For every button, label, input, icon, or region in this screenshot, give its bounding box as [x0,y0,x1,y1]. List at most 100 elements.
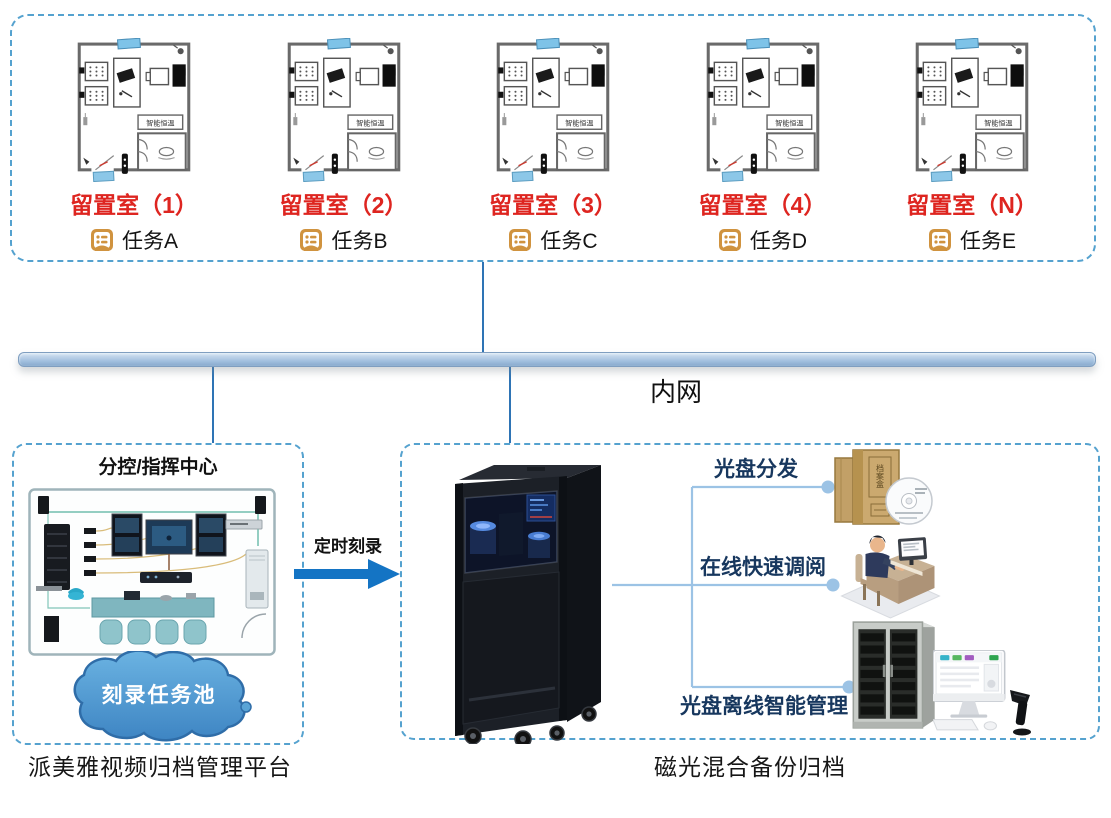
task-row: 任务E [928,225,1016,255]
speaker-left-icon [38,496,49,514]
arrow-label: 定时刻录 [314,537,382,556]
burn-task-pool-cloud [73,651,252,742]
room-card: 智能恒温 留置室（2） [246,38,442,262]
door-and-devices [83,153,128,182]
ceiling-camera-icon [592,44,603,55]
door-and-devices [921,153,966,182]
interrogation-desk [951,57,979,108]
control-center-box [12,443,304,745]
room-name-label: 留置室（2） [279,192,408,218]
task-label: 任务C [540,230,598,253]
side-table [983,67,1008,86]
air-conditioner-icon [245,549,269,609]
wall-label-text: 智能恒温 [565,119,593,128]
branch-dot-3 [842,680,856,694]
task-row: 任务B [299,225,388,255]
interrogation-desk [741,57,770,108]
sensor-icon [921,113,926,126]
interrogation-desk [113,57,141,108]
task-row: 任务D [718,225,807,255]
flow-arrow-icon [294,559,400,589]
disc-storage-cabinet-icon [852,621,935,729]
task-icon [718,229,741,251]
task-label: 任务B [331,230,388,253]
keyboard-icon [933,719,979,731]
optical-disc-library-image [455,465,601,744]
door-and-devices [711,153,757,182]
rooms-group-box [10,14,1096,262]
grid-table-1 [79,61,109,82]
wall-label-box: 智能恒温 [556,114,603,130]
wall-tv-icon [116,38,141,50]
wall-shelf [36,586,62,591]
sensor-icon [711,113,716,126]
door-and-devices [292,153,338,182]
right-caption: 磁光混合备份归档 [654,754,846,780]
rooms-row: 智能恒温 留置室（1） [10,14,1096,262]
cabinet-right-door [889,629,918,719]
person-at-desk-icon [840,535,941,619]
storage-cabinet [382,64,396,87]
cd-disc-icon [885,477,933,525]
door-arc [241,613,267,639]
intranet-label: 内网 [649,377,702,407]
room-floorplan-image: 智能恒温 [496,38,610,182]
sensor-icon [83,113,88,126]
control-room-image [28,488,276,656]
branch-connector-lines [612,480,856,694]
task-icon [509,229,532,251]
grid-table-2 [288,85,318,106]
management-computer-icon [933,650,1006,731]
bathroom [556,132,606,171]
intranet-bus-bar [18,352,1096,367]
grid-table-1 [707,61,737,82]
branch-label-disc-distribution: 光盘分发 [714,458,798,481]
left-caption: 派美雅视频归档管理平台 [28,754,292,780]
room-name-label: 留置室（3） [489,192,617,218]
storage-cabinet [172,64,186,87]
wall-label-text: 智能恒温 [356,119,384,128]
grid-table-1 [288,61,318,82]
grid-table-1 [498,61,528,82]
keyboard [890,560,923,576]
task-row: 任务A [90,225,178,255]
room-name-label: 留置室（1） [70,192,198,218]
side-table [774,67,798,86]
grid-table-2 [498,85,528,106]
bathroom [346,132,397,171]
wall-label-box: 智能恒温 [137,114,184,130]
bathroom [765,132,816,171]
lower-door [462,571,560,725]
room-name-label: 留置室（4） [698,192,827,218]
room-card: 智能恒温 留置室（4） [665,38,861,262]
wall-tv-icon [326,38,351,50]
grid-table-1 [917,61,947,82]
wall-label-text: 智能恒温 [775,119,803,128]
operator-desk-icon [91,591,215,618]
grid-table-2 [917,85,947,106]
wall-tv-icon [954,38,979,50]
task-label: 任务D [749,230,808,253]
task-icon [928,229,951,251]
side-table [355,67,379,86]
media-player-icon [225,519,263,530]
caster-wheels [464,706,597,744]
room-card: 智能恒温 留置室（3） [455,38,651,262]
side-table [145,67,170,86]
branch-dot-2 [826,578,840,592]
task-label: 任务E [959,230,1016,253]
connector-topbox-to-network [482,262,484,352]
room-floorplan-image: 智能恒温 [287,38,400,182]
seated-person [865,535,905,578]
bathroom [137,132,187,171]
sensor-icon [292,113,297,126]
room-floorplan-image: 智能恒温 [915,38,1029,182]
room-floorplan-image: 智能恒温 [77,38,191,182]
speaker-right-icon [255,496,266,514]
disc-drive-window [464,490,558,574]
cabinet-left-door [858,629,886,719]
ceiling-camera-icon [1011,44,1022,55]
archive-group-box [400,443,1100,740]
mouse-icon [983,721,997,731]
storage-cabinet [591,64,605,87]
